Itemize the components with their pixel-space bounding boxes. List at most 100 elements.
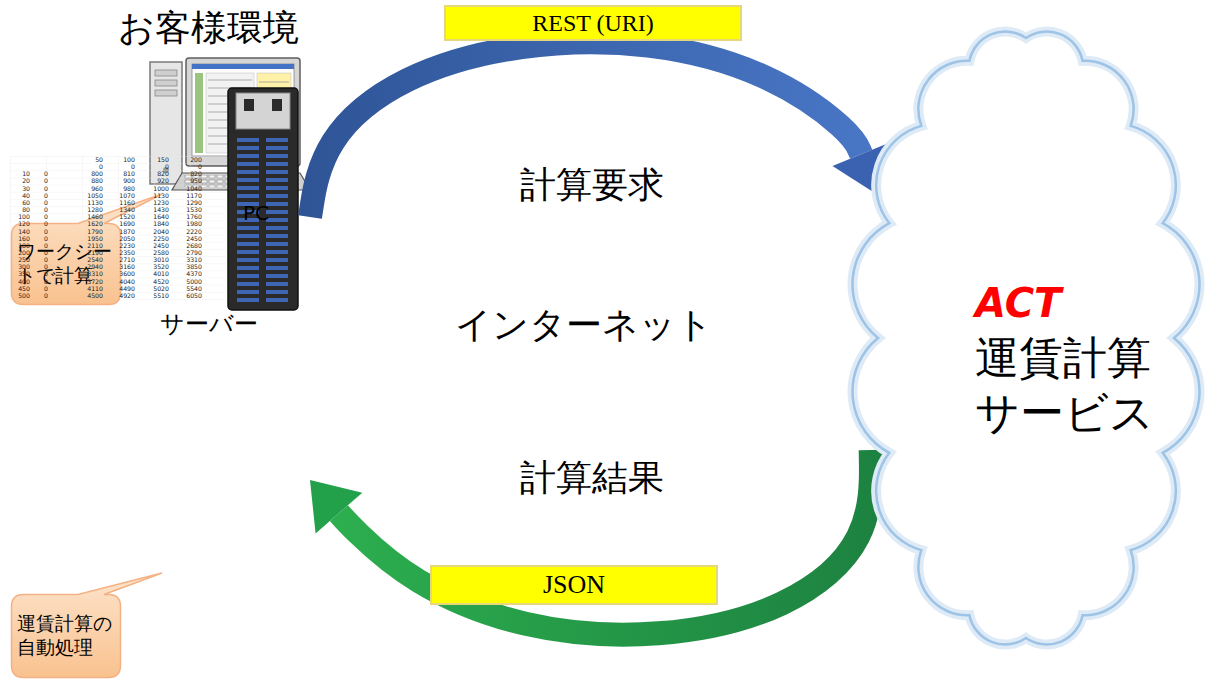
table-cell: 6050 <box>158 292 202 299</box>
table-cell: 10 <box>0 170 30 177</box>
table-cell: 880 <box>59 177 103 184</box>
table-cell: 100 <box>0 213 30 220</box>
table-cell: 2710 <box>91 256 135 263</box>
table-cell: 3160 <box>91 263 135 270</box>
server-rack <box>228 88 298 310</box>
response-arrow <box>310 450 871 635</box>
table-cell: 980 <box>91 185 135 192</box>
table-cell: 500 <box>0 292 30 299</box>
service-name: ACT <box>975 278 1061 328</box>
table-cell: 3310 <box>158 256 202 263</box>
table-cell: 5540 <box>158 285 202 292</box>
table-cell: 20 <box>0 177 30 184</box>
service-cloud: ACT運賃計算 サービス <box>850 8 1202 668</box>
table-cell: 2450 <box>125 242 169 249</box>
table-cell: 1290 <box>158 199 202 206</box>
table-cell: 2350 <box>91 249 135 256</box>
table-cell: 4520 <box>125 278 169 285</box>
table-cell: 1430 <box>125 206 169 213</box>
node-text: 運賃計算の自動処理 <box>17 612 115 660</box>
callout-shape <box>12 573 163 678</box>
table-cell: 820 <box>125 170 169 177</box>
table-cell: 1980 <box>158 220 202 227</box>
table-cell: 50 <box>59 156 103 163</box>
table-cell: 3850 <box>158 263 202 270</box>
table-cell: 0 <box>4 206 48 213</box>
arrow-body <box>339 450 871 635</box>
device-label: サーバー <box>160 309 258 339</box>
table-cell: 900 <box>91 177 135 184</box>
node-text: REST (URI) <box>532 8 654 38</box>
table-cell: 0 <box>158 163 202 170</box>
table-cell: 0 <box>4 213 48 220</box>
table-cell: 350 <box>0 270 30 277</box>
cloud-shape <box>853 32 1200 645</box>
arrow-body <box>310 42 861 217</box>
table-cell: 1950 <box>59 235 103 242</box>
table-cell: 2790 <box>158 249 202 256</box>
table-cell: 960 <box>59 185 103 192</box>
table-cell: 3720 <box>59 278 103 285</box>
table-cell: 4490 <box>91 285 135 292</box>
table-cell: 1340 <box>91 206 135 213</box>
callout-shape <box>12 194 163 305</box>
table-cell: 3010 <box>125 256 169 263</box>
table-cell: 920 <box>125 177 169 184</box>
table-cell: 2940 <box>59 263 103 270</box>
table-cell: 450 <box>0 285 30 292</box>
table-cell: 1040 <box>158 185 202 192</box>
table-cell: 1170 <box>158 192 202 199</box>
table-cell: 0 <box>4 220 48 227</box>
table-cell: 100 <box>91 156 135 163</box>
table-cell: 250 <box>0 256 30 263</box>
table-cell: 140 <box>0 228 30 235</box>
note-callout: 運賃計算の自動処理 <box>10 593 122 679</box>
table-cell: 1460 <box>59 213 103 220</box>
table-cell: 0 <box>91 163 135 170</box>
sheet-tab <box>195 73 203 153</box>
node-text: JSON <box>543 569 605 602</box>
table-cell: 0 <box>4 249 48 256</box>
table-cell: 0 <box>4 192 48 199</box>
table-cell: 5510 <box>125 292 169 299</box>
table-cell: 1070 <box>91 192 135 199</box>
table-cell: 0 <box>59 163 103 170</box>
table-cell: 1870 <box>91 228 135 235</box>
table-cell: 4010 <box>125 270 169 277</box>
drive-bay <box>155 70 177 76</box>
server-slots <box>234 136 292 304</box>
table-cell: 2220 <box>158 228 202 235</box>
table-cell: 120 <box>0 220 30 227</box>
device-label: PC <box>243 201 269 226</box>
table-cell: 200 <box>158 156 202 163</box>
arrow-head <box>310 480 362 534</box>
table-cell: 1760 <box>158 213 202 220</box>
table-cell: 4110 <box>59 285 103 292</box>
table-cell: 0 <box>4 242 48 249</box>
server-node: サーバー <box>150 85 310 490</box>
table-cell: 0 <box>4 263 48 270</box>
table-cell: 0 <box>4 256 48 263</box>
table-cell: 0 <box>4 270 48 277</box>
flow-label: 計算結果 <box>520 456 664 499</box>
table-cell: 160 <box>0 235 30 242</box>
table-cell: 2050 <box>91 235 135 242</box>
table-cell: 1530 <box>158 206 202 213</box>
table-cell: 810 <box>91 170 135 177</box>
table-cell: 1000 <box>125 185 169 192</box>
table-cell: 0 <box>4 228 48 235</box>
table-cell: 3520 <box>125 263 169 270</box>
table-cell: 0 <box>4 177 48 184</box>
table-cell: 0 <box>4 292 48 299</box>
table-cell: 1690 <box>91 220 135 227</box>
table-cell: 0 <box>4 278 48 285</box>
table-cell: 180 <box>0 242 30 249</box>
table-cell: 1620 <box>59 220 103 227</box>
table-cell: 4040 <box>91 278 135 285</box>
table-cell: 2450 <box>158 235 202 242</box>
window-bar <box>192 64 294 69</box>
table-cell: 300 <box>0 263 30 270</box>
table-cell: 1840 <box>125 220 169 227</box>
table-cell: 5000 <box>158 278 202 285</box>
